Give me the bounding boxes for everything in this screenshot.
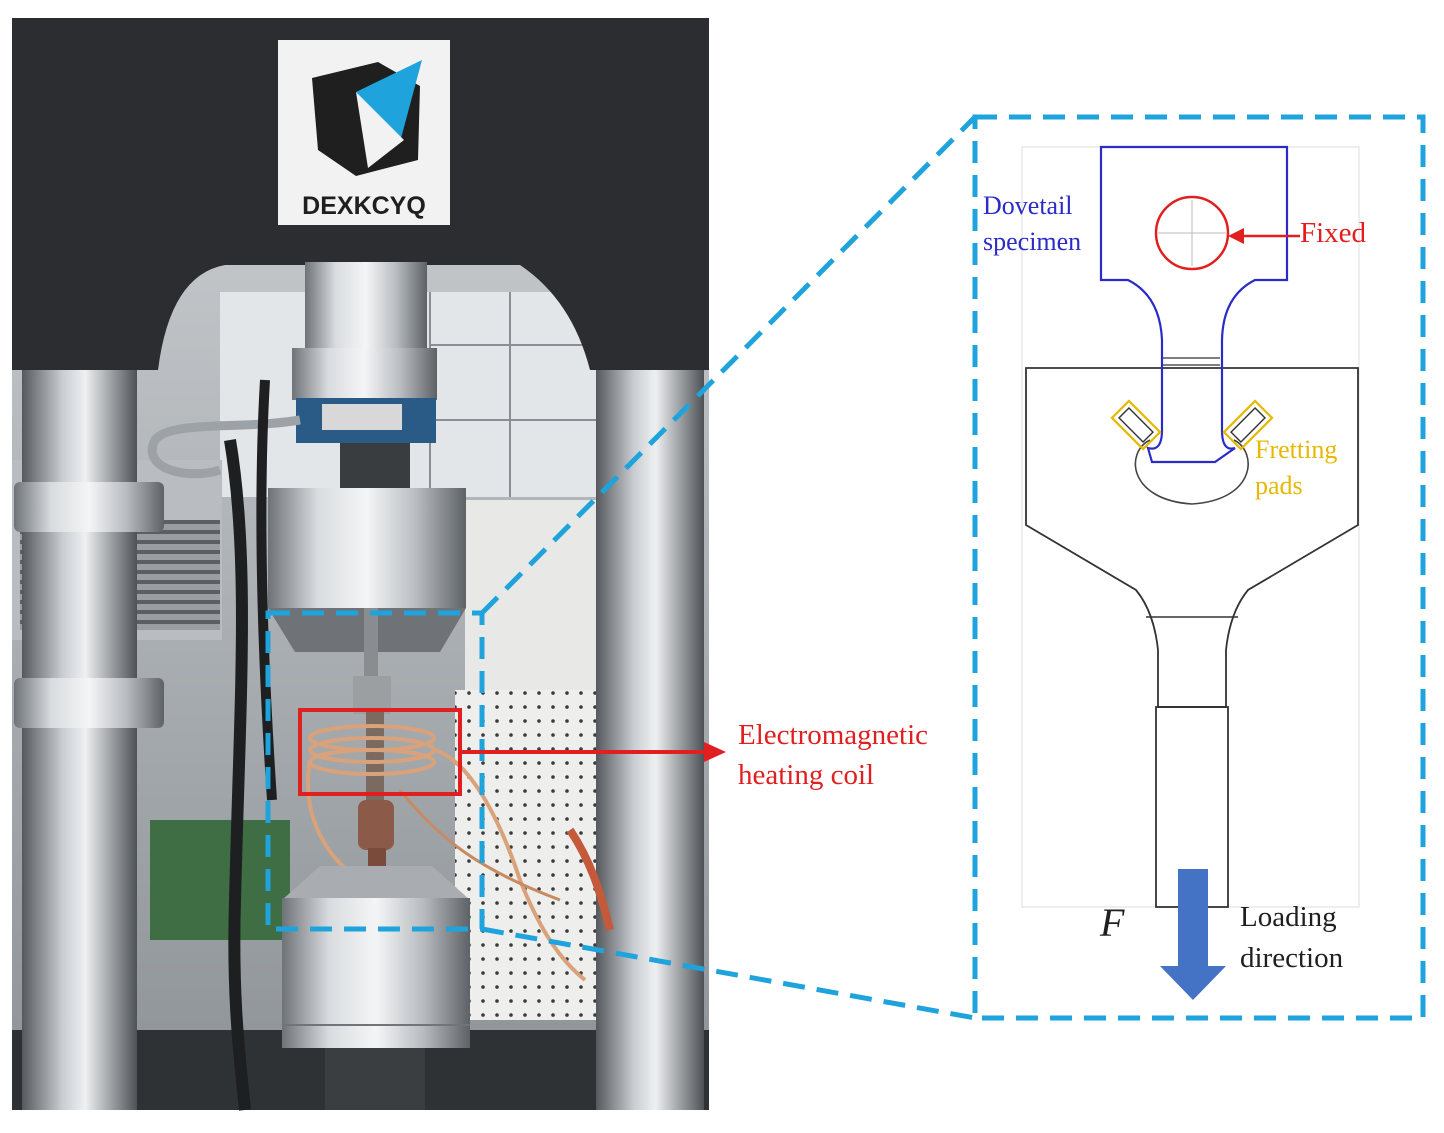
force-symbol: F: [1099, 900, 1125, 945]
specimen-bottom-tab: [358, 800, 394, 850]
fretting-pad-left: [1110, 399, 1162, 451]
adapter: [340, 443, 410, 488]
specimen-mid: [366, 712, 384, 802]
heating-coil-label-line1: Electromagnetic: [738, 719, 928, 751]
lower-grip-top: [282, 866, 470, 900]
dovetail-fixture: [353, 676, 391, 714]
fixed-hole: [1154, 195, 1230, 271]
fretting-label-line1: Fretting: [1255, 435, 1337, 464]
zoom-source-box: [265, 610, 485, 932]
specimen-upper: [364, 608, 378, 678]
loading-label-line1: Loading: [1240, 901, 1337, 933]
fixed-arrowhead: [1228, 228, 1244, 244]
red-cable: [566, 827, 614, 931]
fixed-label: Fixed: [1300, 217, 1367, 249]
thermocouple-wire: [398, 789, 561, 902]
column-clamp-lower: [14, 678, 164, 728]
dovetail-specimen-outline: [1099, 145, 1289, 464]
loading-arrow-icon: [1160, 869, 1226, 1000]
load-cell-label: [322, 404, 402, 430]
load-cell-top: [305, 262, 427, 352]
loading-label-line2: direction: [1240, 942, 1344, 974]
lower-grip: [282, 898, 470, 1048]
fretting-label-line2: pads: [1255, 471, 1303, 500]
dovetail-label-line1: Dovetail: [983, 191, 1073, 220]
brand-logo-icon: [312, 60, 422, 176]
load-cell-middle: [292, 348, 437, 400]
left-column: [22, 370, 137, 1110]
right-column: [596, 370, 704, 1110]
upper-grip: [268, 488, 466, 608]
lower-actuator: [325, 1048, 425, 1110]
zoom-connector-bottom: [481, 926, 976, 1021]
zoom-connector-top: [480, 115, 977, 615]
sensor-cable: [147, 415, 301, 479]
machine-photo: DEXKCYQ: [12, 18, 709, 1111]
dovetail-label-line2: specimen: [983, 227, 1081, 256]
hydraulic-hose-left: [224, 439, 251, 1111]
heating-coil-label-line2: heating coil: [738, 759, 874, 791]
fretting-pad-right: [1222, 399, 1274, 451]
dovetail-slot: [1134, 439, 1249, 505]
heating-coil-arrowhead: [704, 742, 726, 762]
logo-text: DEXKCYQ: [302, 192, 426, 220]
column-clamp-upper: [14, 482, 164, 532]
